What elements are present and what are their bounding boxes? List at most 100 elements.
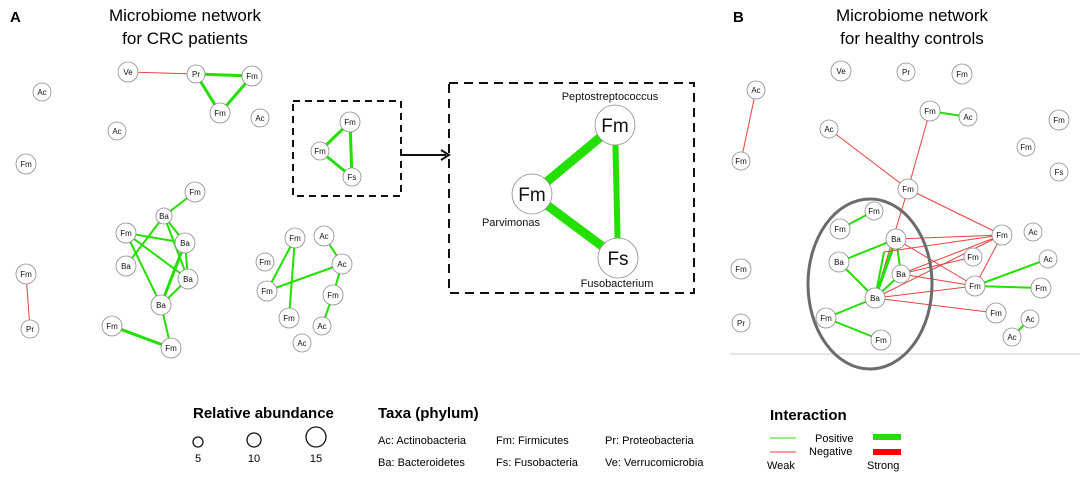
network-node-label: Ac bbox=[1043, 255, 1052, 264]
network-node: Ac bbox=[313, 225, 335, 247]
edge-positive bbox=[111, 324, 172, 350]
network-node: Ac bbox=[107, 121, 127, 141]
network-node-label: Fm bbox=[214, 109, 226, 118]
network-node: Fm bbox=[864, 201, 884, 221]
abundance-legend-heading: Relative abundance bbox=[193, 405, 334, 422]
network-node-label: Pr bbox=[26, 325, 34, 334]
edge-positive bbox=[288, 237, 296, 319]
network-node-label: Ac bbox=[112, 127, 121, 136]
zoom-node: Fs bbox=[597, 237, 639, 279]
taxa-entry-actinobacteria: Ac: Actinobacteria bbox=[378, 435, 467, 447]
abundance-label-10: 10 bbox=[248, 453, 260, 465]
network-node-label: Fm bbox=[924, 107, 936, 116]
network-node: Fm bbox=[1030, 277, 1052, 299]
network-node: Fm bbox=[278, 307, 300, 329]
network-node-label: Ac bbox=[317, 322, 326, 331]
network-node-label: Fm bbox=[834, 225, 846, 234]
network-node: Fs bbox=[1049, 162, 1069, 182]
strong-negative-swatch bbox=[873, 449, 901, 455]
strong-label: Strong bbox=[867, 460, 899, 472]
taxon-label-peptostreptococcus: Peptostreptococcus bbox=[562, 91, 659, 103]
network-node-label: Fm bbox=[820, 314, 832, 323]
taxa-entry-firmicutes: Fm: Firmicutes bbox=[496, 435, 569, 447]
network-node: Ac bbox=[331, 253, 353, 275]
edge-negative bbox=[874, 297, 997, 314]
network-node-label: Ac bbox=[1007, 333, 1016, 342]
network-node: Fm bbox=[284, 227, 306, 249]
network-node: Ba bbox=[885, 228, 907, 250]
network-node-label: Pr bbox=[737, 319, 745, 328]
network-node: Fm bbox=[184, 181, 206, 203]
network-node: Fm bbox=[15, 263, 37, 285]
network-node-label: Pr bbox=[902, 68, 910, 77]
network-node-label: Ba bbox=[159, 212, 169, 221]
strong-positive-swatch bbox=[873, 434, 901, 440]
zoom-arrowhead bbox=[440, 149, 451, 161]
network-node: Ba bbox=[155, 207, 173, 225]
network-node-label: Fm bbox=[735, 157, 747, 166]
panel-b-title-line-2: for healthy controls bbox=[840, 29, 984, 48]
network-node-label: Fm bbox=[344, 118, 356, 127]
network-node: Fm bbox=[897, 178, 919, 200]
zoom-node-label: Fs bbox=[607, 249, 628, 270]
network-node-label: Fm bbox=[106, 322, 118, 331]
network-node: Fm bbox=[829, 218, 851, 240]
network-node-label: Fm bbox=[1053, 116, 1065, 125]
network-node-label: Fm bbox=[990, 309, 1002, 318]
network-node-label: Fm bbox=[1035, 284, 1047, 293]
legend: Relative abundance 5 10 15 Taxa (phylum)… bbox=[192, 405, 901, 472]
network-node: Ve bbox=[117, 61, 139, 83]
network-node-label: Ba bbox=[121, 262, 131, 271]
network-node-label: Fs bbox=[1055, 168, 1064, 177]
network-node-label: Fm bbox=[283, 314, 295, 323]
network-node: Fm bbox=[1048, 109, 1070, 131]
edge-negative bbox=[907, 110, 931, 190]
network-node: Ac bbox=[250, 108, 270, 128]
network-node-label: Ba bbox=[896, 270, 906, 279]
network-node: Ac bbox=[32, 82, 52, 102]
interaction-legend-heading: Interaction bbox=[770, 407, 847, 424]
network-node: Fm bbox=[209, 102, 231, 124]
network-node: Pr bbox=[731, 313, 751, 333]
network-node: Pr bbox=[186, 64, 206, 84]
edge-negative bbox=[895, 234, 1003, 240]
panel-b-title-line-1: Microbiome network bbox=[836, 6, 989, 25]
edge-negative bbox=[900, 256, 974, 275]
network-node-label: Fm bbox=[259, 258, 271, 267]
network-node-label: Ac bbox=[337, 260, 346, 269]
network-node-label: Ba bbox=[891, 235, 901, 244]
panel-a-title-line-1: Microbiome network bbox=[109, 6, 262, 25]
network-node-label: Ba bbox=[156, 301, 166, 310]
zoom-inset: Fm Fm Fs Peptostreptococcus Parvimonas F… bbox=[448, 82, 695, 294]
network-node: Ac bbox=[1038, 249, 1058, 269]
negative-label: Negative bbox=[809, 446, 852, 458]
network-node: Ac bbox=[958, 107, 978, 127]
network-node: Fm bbox=[951, 63, 973, 85]
network-node: Ba bbox=[864, 287, 886, 309]
network-node-label: Ac bbox=[297, 339, 306, 348]
network-node-label: Fm bbox=[165, 344, 177, 353]
network-node: Fm bbox=[731, 151, 751, 171]
zoom-source-box bbox=[292, 100, 402, 197]
network-node: Fm bbox=[991, 224, 1013, 246]
network-node: Fm bbox=[101, 315, 123, 337]
network-node-label: Fm bbox=[289, 234, 301, 243]
taxa-entry-proteobacteria: Pr: Proteobacteria bbox=[605, 435, 695, 447]
network-node: Ac bbox=[1023, 222, 1043, 242]
edge-positive bbox=[612, 124, 621, 259]
zoom-node: Fm bbox=[594, 104, 636, 146]
network-node-label: Fm bbox=[875, 336, 887, 345]
edge-positive bbox=[159, 242, 187, 306]
network-node: Fm bbox=[339, 111, 361, 133]
network-node: Fm bbox=[310, 141, 330, 161]
network-node: Fm bbox=[322, 284, 344, 306]
network-node: Fm bbox=[985, 302, 1007, 324]
network-node-label: Fm bbox=[967, 253, 979, 262]
highlight-oval bbox=[806, 197, 934, 371]
abundance-label-15: 15 bbox=[310, 453, 322, 465]
edge-positive bbox=[974, 285, 1042, 289]
network-node-label: Ve bbox=[123, 68, 133, 77]
network-node-label: Fm bbox=[246, 72, 258, 81]
panel-b-nodes: Ve Pr Fm Ac Fm Fm Ac Ac Fm Fm Fs Fm Fm F… bbox=[730, 60, 1070, 351]
network-node: Fm bbox=[964, 275, 986, 297]
